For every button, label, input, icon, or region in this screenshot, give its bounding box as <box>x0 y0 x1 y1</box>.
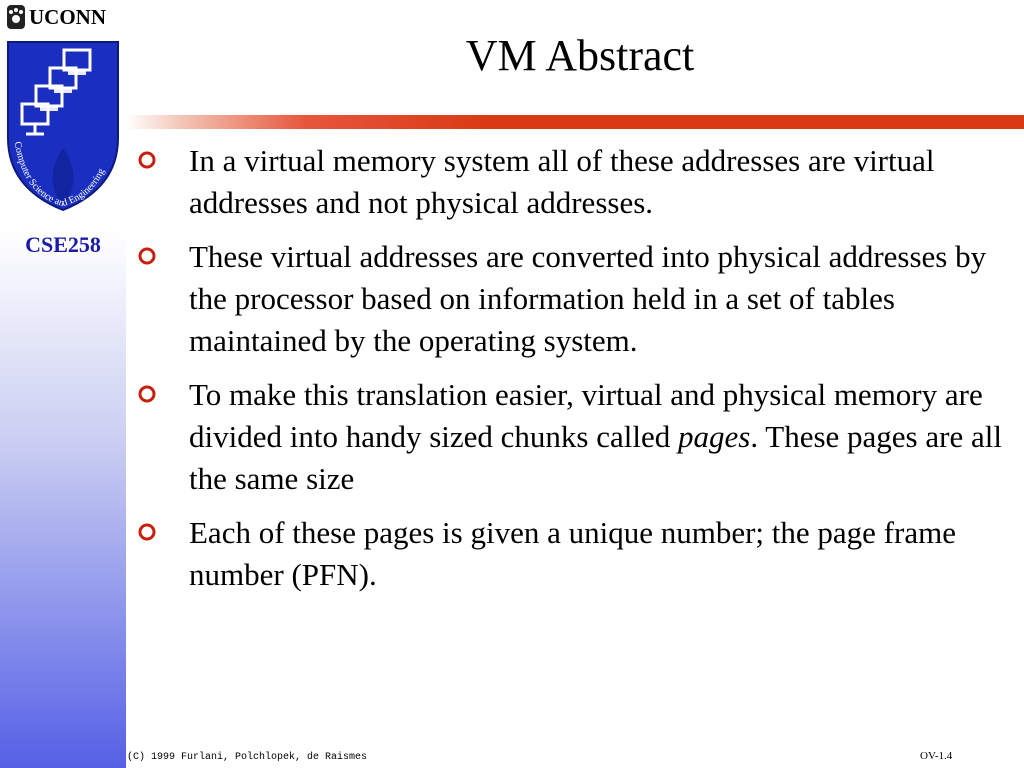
title-rule <box>126 115 1024 129</box>
bullet-text: In a virtual memory system all of these … <box>189 143 935 220</box>
hollow-circle-bullet-icon <box>138 523 156 541</box>
slide-title: VM Abstract <box>465 31 695 80</box>
list-item: In a virtual memory system all of these … <box>130 140 1020 224</box>
hollow-circle-bullet-icon <box>138 247 156 265</box>
course-code: CSE258 <box>25 232 101 257</box>
network-computers-shield-icon <box>7 41 119 212</box>
shield-caption: Computer Science and Engineering <box>12 141 107 209</box>
bullet-emphasis: pages <box>678 419 751 454</box>
bullet-text: Each of these pages is given a unique nu… <box>189 515 956 592</box>
hollow-circle-bullet-icon <box>138 385 156 403</box>
svg-text:Computer Science and Engineeri: Computer Science and Engineering <box>12 141 107 209</box>
logo-text: UCONN <box>29 4 106 29</box>
list-item: These virtual addresses are converted in… <box>130 236 1020 362</box>
sidebar: UCONN Computer Science and Engineering C… <box>0 0 126 768</box>
bullet-list: In a virtual memory system all of these … <box>130 140 1020 608</box>
page-number: OV-1.4 <box>920 750 953 762</box>
list-item: Each of these pages is given a unique nu… <box>130 512 1020 596</box>
bullet-text: . These pages are all the same size <box>189 419 1002 496</box>
bullet-text: To make this translation easier, virtual… <box>189 377 983 454</box>
hollow-circle-bullet-icon <box>138 151 156 169</box>
copyright-footer: (C) 1999 Furlani, Polchlopek, de Raismes <box>127 752 368 763</box>
list-item: To make this translation easier, virtual… <box>130 374 1020 500</box>
bullet-text: These virtual addresses are converted in… <box>189 239 987 358</box>
husky-paw-icon <box>7 5 25 29</box>
uconn-logo: UCONN <box>6 4 106 30</box>
